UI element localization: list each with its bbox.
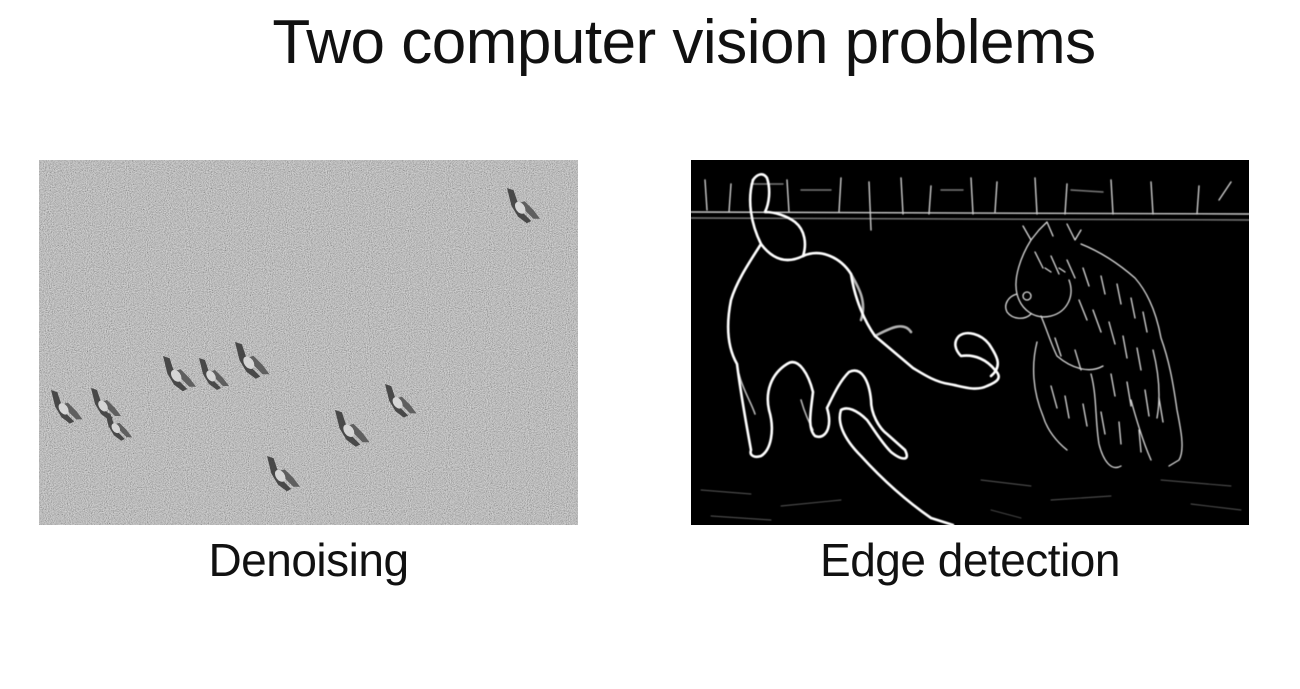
edge-background	[691, 160, 1249, 525]
left-dog-edges	[726, 173, 1000, 525]
edge-map-image	[691, 160, 1249, 525]
fence-edges	[691, 177, 1249, 231]
edge-detection-caption: Edge detection	[820, 534, 1120, 586]
ground-edges	[700, 479, 1242, 521]
denoising-figure	[39, 160, 578, 525]
slide-title: Two computer vision problems	[272, 8, 1096, 77]
right-dog-edges	[1005, 221, 1183, 469]
noisy-birds-image	[39, 160, 578, 525]
edge-detection-figure	[691, 160, 1249, 525]
denoising-caption: Denoising	[208, 534, 409, 586]
